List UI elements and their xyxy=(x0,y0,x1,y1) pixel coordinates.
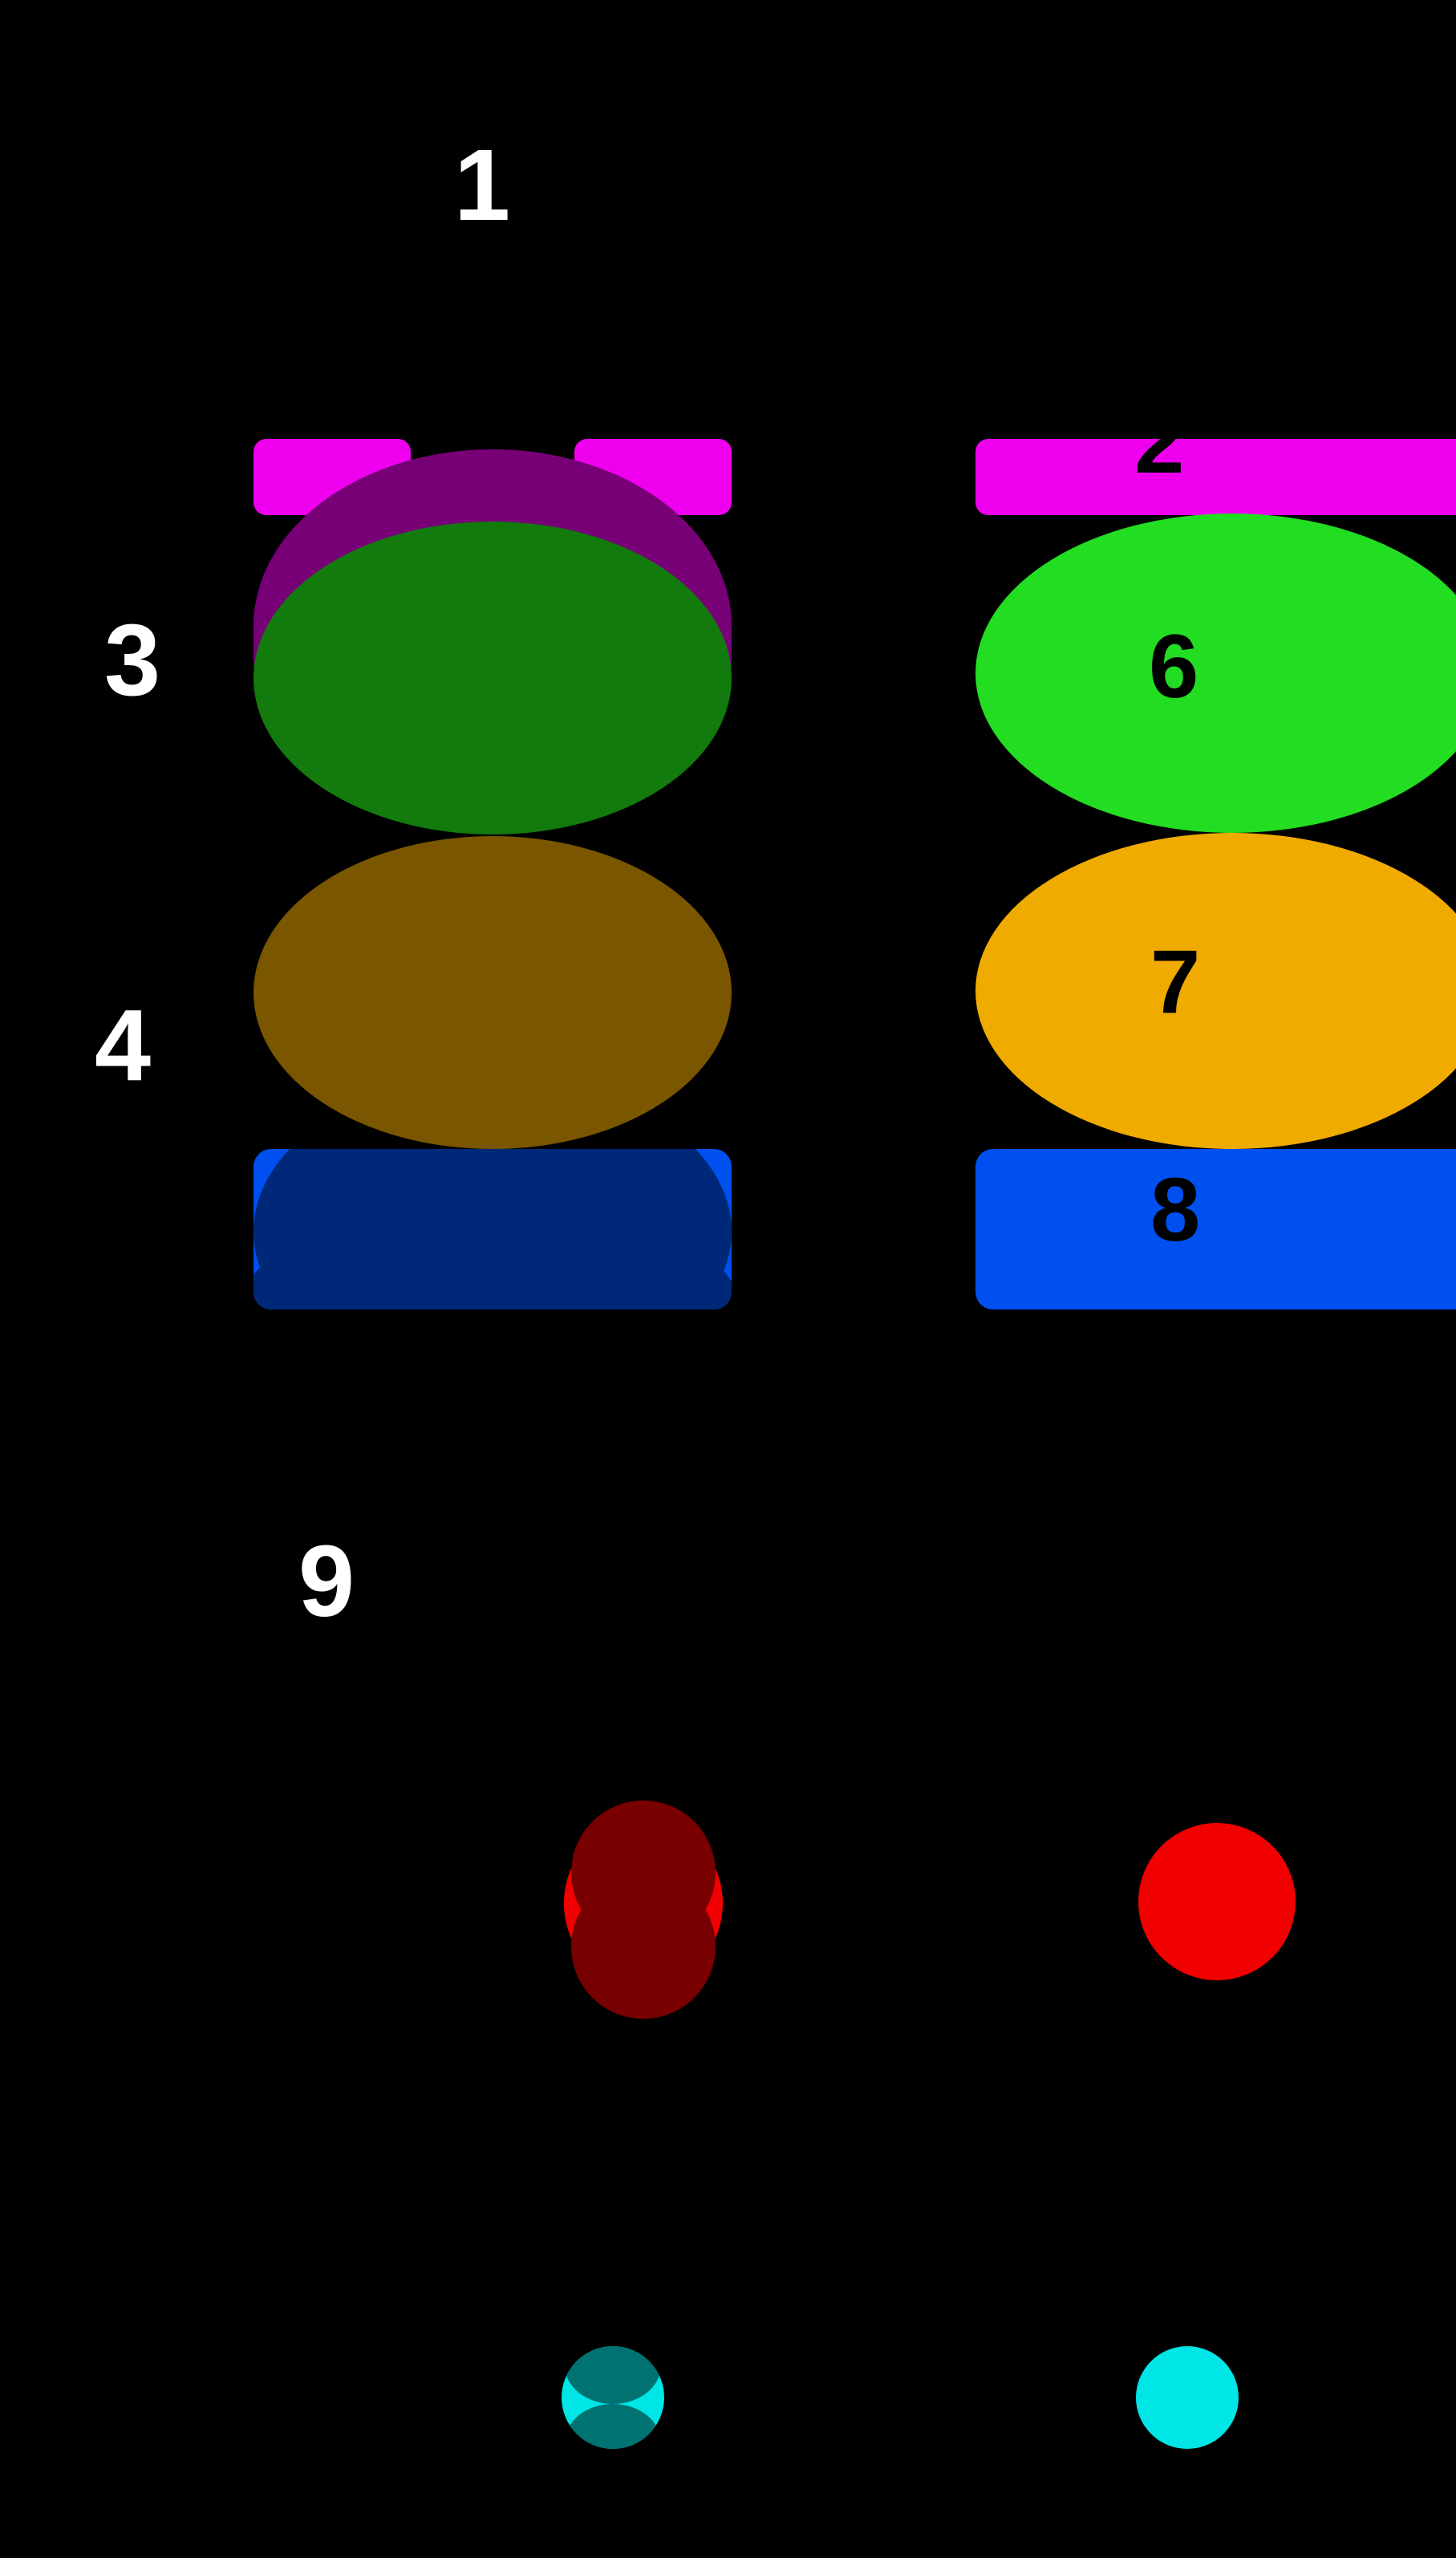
cyan-overlay-clip-left xyxy=(562,2346,664,2449)
label-3: 3 xyxy=(104,603,161,717)
amber-pill-right xyxy=(975,833,1456,1149)
blue-overlay-clip-left xyxy=(253,1149,732,1309)
label-2: 2 xyxy=(1134,439,1185,492)
green-pill-right xyxy=(975,514,1456,833)
cyan-lens-left-top xyxy=(565,2346,661,2404)
magenta-bar-right: 2 xyxy=(975,439,1456,515)
blue-bar-right xyxy=(975,1149,1456,1309)
label-8: 8 xyxy=(1150,1159,1201,1260)
green-pill-left xyxy=(253,522,732,834)
label-7: 7 xyxy=(1150,932,1201,1032)
amber-pill-left xyxy=(253,836,732,1149)
cyan-lens-left-bottom xyxy=(565,2404,661,2449)
label-9: 9 xyxy=(298,1525,355,1638)
cyan-circle-right xyxy=(1136,2346,1239,2449)
label-4: 4 xyxy=(95,989,152,1102)
red-circle-left-bottom xyxy=(571,1874,716,2019)
label-6: 6 xyxy=(1149,616,1199,717)
label-1: 1 xyxy=(454,128,511,242)
red-circle-right xyxy=(1138,1823,1296,1980)
